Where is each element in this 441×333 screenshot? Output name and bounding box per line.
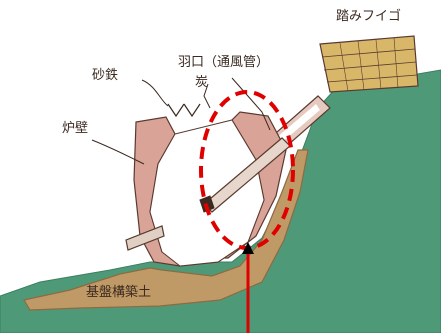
furnace-interior xyxy=(149,119,265,267)
slag-pipe xyxy=(125,225,165,251)
leader-iron-sand xyxy=(141,79,169,107)
leader-tuyere xyxy=(231,77,271,131)
charcoal-label: 炭 xyxy=(195,75,209,90)
foot-bellows xyxy=(319,35,419,93)
leader-wall xyxy=(91,139,145,165)
bellows-label: 踏みフイゴ xyxy=(336,9,402,24)
tuyere-label: 羽口（通風管） xyxy=(178,55,270,70)
leader-charcoal xyxy=(203,83,211,109)
iron-sand-arrows xyxy=(167,103,201,118)
furnace-wall-label: 炉壁 xyxy=(62,121,89,136)
base-soil-label: 基盤構築土 xyxy=(86,285,152,300)
highlight-arrowhead xyxy=(242,242,254,254)
base-soil-layer xyxy=(23,149,309,311)
iron-sand-label: 砂鉄 xyxy=(92,68,119,83)
